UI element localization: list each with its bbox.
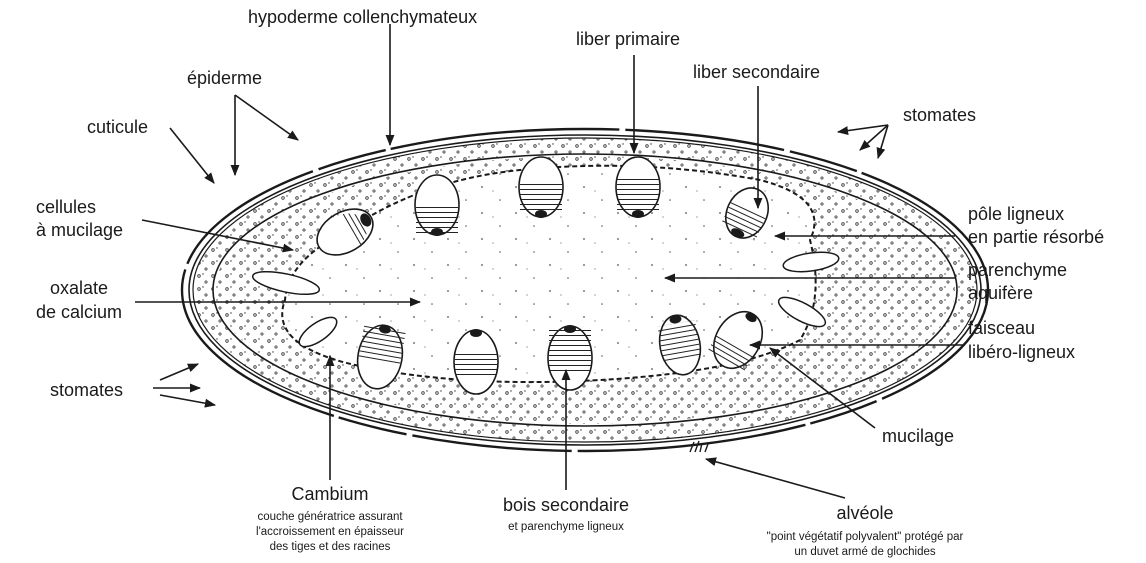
label-cambium-desc-line1: couche génératrice assurant [257, 511, 403, 523]
label-bois: bois secondaire [503, 495, 629, 515]
label-stomates-left: stomates [50, 380, 123, 400]
label-cambium-desc-line2: l'accroissement en épaisseur [256, 526, 404, 538]
bundle [548, 325, 592, 390]
bundle [415, 175, 459, 236]
label-epiderme: épiderme [187, 68, 262, 88]
label-parenchyme-line2: aquifère [968, 283, 1033, 303]
label-bois-desc: et parenchyme ligneux [508, 521, 624, 533]
label-liber-primaire: liber primaire [576, 29, 680, 49]
label-faisceau-line1: faisceau [968, 318, 1035, 338]
label-cuticule: cuticule [87, 117, 148, 137]
label-faisceau-line2: libéro-ligneux [968, 342, 1075, 362]
label-oxalate-line2: de calcium [36, 302, 122, 322]
label-stomates-top: stomates [903, 105, 976, 125]
label-hypoderme: hypoderme collenchymateux [248, 7, 477, 27]
bundle [616, 157, 660, 218]
label-mucilage: mucilage [882, 426, 954, 446]
label-liber-secondaire: liber secondaire [693, 62, 820, 82]
label-pole-line1: pôle ligneux [968, 204, 1064, 224]
label-alveole-desc-line1: "point végétatif polyvalent" protégé par [767, 531, 964, 543]
label-cambium-desc-line3: des tiges et des racines [270, 541, 391, 553]
label-alveole-desc-line2: un duvet armé de glochides [794, 546, 936, 558]
label-oxalate-line1: oxalate [50, 278, 108, 298]
label-cambium: Cambium [291, 484, 368, 504]
label-alveole: alvéole [836, 503, 893, 523]
bundle [454, 329, 498, 394]
label-parenchyme-line1: parenchyme [968, 260, 1067, 280]
label-cellules-line1: cellules [36, 197, 96, 217]
label-cellules-line2: à mucilage [36, 220, 123, 240]
label-pole-line2: en partie résorbé [968, 227, 1104, 247]
bundle [519, 157, 563, 218]
